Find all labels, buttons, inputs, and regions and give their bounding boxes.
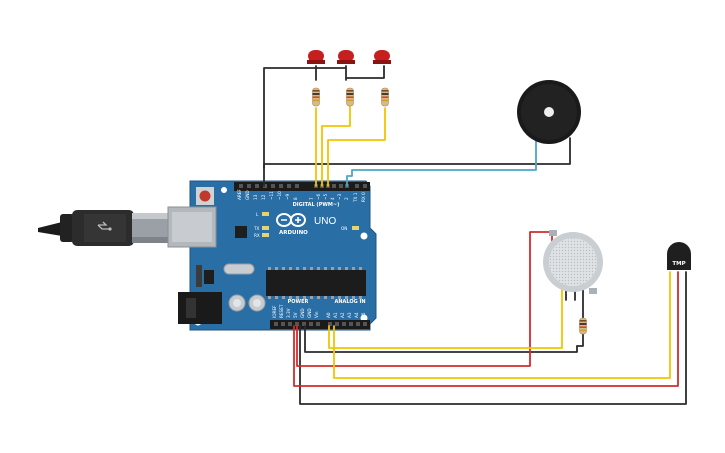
- header-hole: [263, 184, 267, 188]
- pin-label: ~10: [277, 191, 282, 200]
- header-hole: [363, 184, 367, 188]
- wire-buzzer-signal[interactable]: [346, 137, 537, 187]
- pin-label: 5V: [293, 312, 298, 318]
- pin-label: TX 1: [353, 192, 358, 203]
- resistor-icon[interactable]: [579, 317, 587, 335]
- temperature-sensor-label: TMP: [672, 261, 685, 267]
- power-header-label: POWER: [288, 299, 309, 305]
- wire-ground-buzzer[interactable]: [263, 137, 571, 169]
- pin-label: AREF: [237, 189, 242, 200]
- arduino-logo-icon: [276, 213, 306, 227]
- header-hole: [349, 322, 353, 326]
- resistor-icon[interactable]: [381, 87, 389, 107]
- header-hole: [328, 322, 332, 326]
- header-hole: [287, 184, 291, 188]
- pin-label: ~6: [316, 193, 321, 200]
- board-model: UNO: [314, 216, 336, 227]
- pin-label: 2: [344, 197, 349, 200]
- pin-label: GND: [307, 308, 312, 318]
- pin-label: IOREF: [272, 305, 277, 318]
- wire-led3-signal[interactable]: [327, 107, 386, 187]
- digital-header: [234, 182, 370, 191]
- arduino-uno-board[interactable]: L TX RX ON ARDUINO UNO DIGITAL (PWM~) PO…: [167, 180, 377, 331]
- digital-pin-labels: AREF GND 13 12 ~11 ~10 ~9 8 7 ~6 ~5 4 ~3…: [237, 189, 366, 203]
- gas-sensor-icon[interactable]: [543, 230, 603, 294]
- digital-header-label: DIGITAL (PWM~): [293, 202, 340, 208]
- pin-label: A0: [326, 312, 331, 318]
- header-hole: [355, 184, 359, 188]
- arduino-logo-text: ARDUINO: [279, 230, 308, 236]
- led-icon[interactable]: [373, 50, 391, 64]
- resistor-icon[interactable]: [346, 87, 354, 107]
- led-icon[interactable]: [307, 50, 325, 64]
- led-rx-label: RX: [254, 233, 260, 238]
- temperature-sensor-icon[interactable]: TMP: [667, 242, 691, 270]
- wire-5v-temp[interactable]: [293, 271, 679, 387]
- wire-gas-resistor[interactable]: [576, 289, 584, 347]
- led-l-indicator: [262, 212, 269, 216]
- header-hole: [239, 184, 243, 188]
- piezo-buzzer-icon[interactable]: [517, 80, 581, 144]
- wire-analog-gas[interactable]: [328, 289, 563, 349]
- header-hole: [255, 184, 259, 188]
- atmega-chip: [266, 267, 366, 299]
- pin-label: RESET: [279, 304, 284, 318]
- header-hole: [274, 322, 278, 326]
- led-icon[interactable]: [337, 50, 355, 64]
- pin-label: A4: [354, 312, 359, 318]
- pin-label: A2: [340, 312, 345, 318]
- pin-label: 12: [261, 194, 266, 200]
- pin-label: A1: [333, 312, 338, 318]
- header-hole: [279, 184, 283, 188]
- header-hole: [288, 322, 292, 326]
- pin-label: ~3: [337, 193, 342, 200]
- pin-label: GND: [245, 190, 250, 200]
- pin-label: A5: [361, 312, 366, 318]
- pin-label: GND: [300, 308, 305, 318]
- led-tx-label: TX: [253, 226, 260, 231]
- bottom-pin-labels: IOREF RESET 3.3V 5V GND GND Vin A0 A1 A2…: [272, 304, 366, 318]
- pin-label: 8: [293, 197, 298, 200]
- wire-ground-bottom-1[interactable]: [304, 325, 578, 353]
- header-hole: [295, 184, 299, 188]
- wire-led2-signal[interactable]: [321, 105, 351, 187]
- pin-label: RX 0: [361, 192, 366, 202]
- pin-label: A3: [347, 312, 352, 318]
- header-hole: [295, 322, 299, 326]
- pin-label: ~5: [323, 193, 328, 200]
- header-hole: [332, 184, 336, 188]
- header-hole: [247, 184, 251, 188]
- wire-analog-temp[interactable]: [333, 271, 671, 379]
- pin-label: Vin: [314, 311, 319, 318]
- wire-ground-leds[interactable]: [263, 65, 385, 187]
- pin-label: ~11: [269, 191, 274, 200]
- header-hole: [271, 184, 275, 188]
- resistor-icon[interactable]: [312, 87, 320, 107]
- led-l-label: L: [256, 212, 259, 217]
- header-hole: [335, 322, 339, 326]
- header-hole: [356, 322, 360, 326]
- pin-label: 13: [253, 194, 258, 200]
- header-hole: [316, 322, 320, 326]
- header-hole: [339, 184, 343, 188]
- usb-cable-icon[interactable]: [38, 210, 172, 246]
- pin-label: 7: [309, 197, 314, 200]
- header-hole: [363, 322, 367, 326]
- pin-label: 4: [330, 197, 335, 200]
- header-hole: [309, 322, 313, 326]
- led-on-label: ON: [341, 226, 347, 231]
- header-hole: [281, 322, 285, 326]
- analog-header: [324, 320, 370, 329]
- header-hole: [302, 322, 306, 326]
- power-jack: [178, 292, 222, 324]
- pin-label: ~9: [285, 193, 290, 200]
- pin-label: 3.3V: [286, 308, 291, 318]
- header-hole: [342, 322, 346, 326]
- wire-ground-bottom-2[interactable]: [299, 271, 687, 405]
- reset-button[interactable]: [196, 187, 214, 205]
- analog-header-label: ANALOG IN: [334, 299, 365, 305]
